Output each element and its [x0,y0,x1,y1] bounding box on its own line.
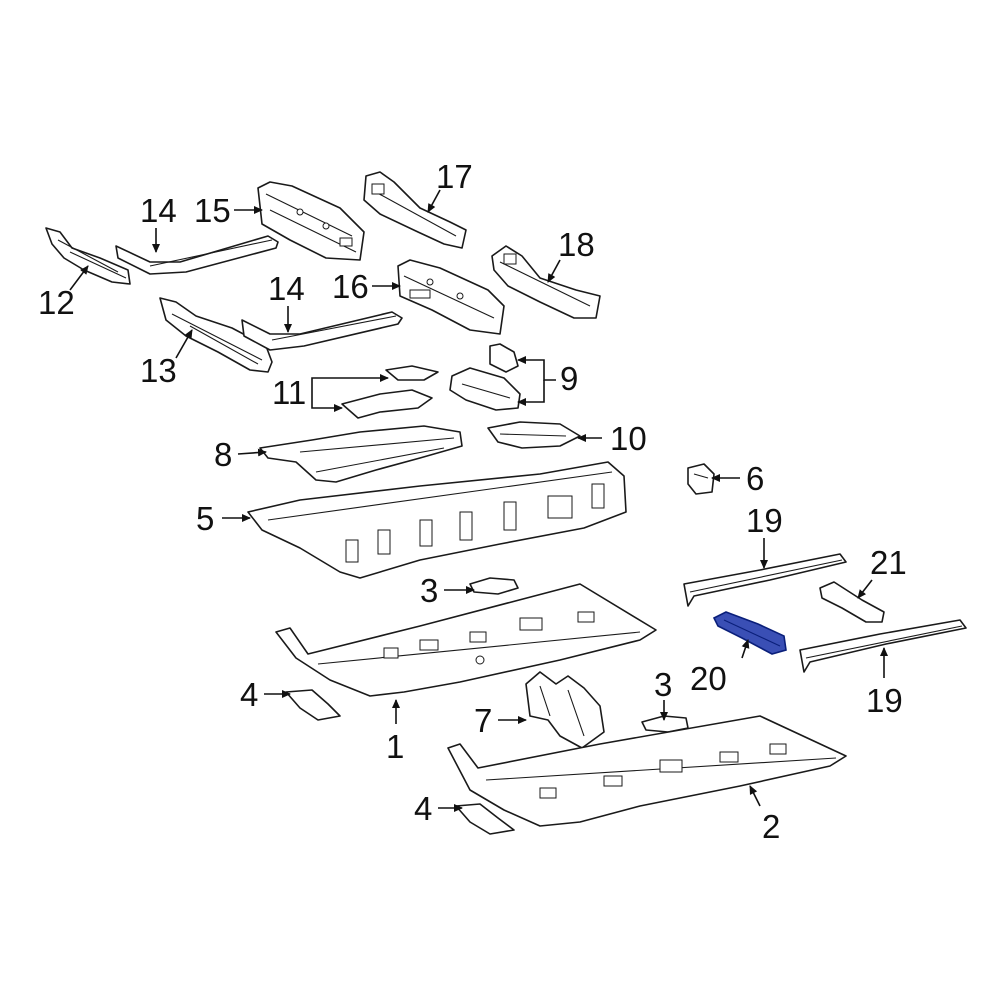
callout-3-upper: 3 [420,572,438,609]
part-3-upper-bracket[interactable] [469,577,519,595]
callout-4-upper: 4 [240,676,258,713]
callout-9: 9 [560,360,578,397]
callout-2: 2 [762,808,780,845]
callout-17: 17 [436,158,473,195]
callout-19-upper: 19 [746,502,783,539]
part-4-lower-brace[interactable] [455,803,515,835]
part-16-crossmember[interactable] [397,259,505,335]
part-19-upper-rocker[interactable] [683,553,847,607]
part-11-brace-set[interactable] [341,365,439,419]
callout-15: 15 [194,192,231,229]
part-4-upper-brace[interactable] [285,689,341,721]
leader-lines [69,189,888,812]
callout-6: 6 [746,460,764,497]
part-12-bracket[interactable] [45,227,131,285]
callout-1: 1 [386,728,404,765]
part-19-lower-rocker[interactable] [799,619,967,673]
callout-20: 20 [690,660,727,697]
callout-12: 12 [38,284,75,321]
callout-13: 13 [140,352,177,389]
callout-4-lower: 4 [414,790,432,827]
callout-18: 18 [558,226,595,263]
part-20-highlighted-member[interactable] [712,611,787,655]
part-9-bracket-set[interactable] [449,343,521,411]
callout-16: 16 [332,268,369,305]
callout-10: 10 [610,420,647,457]
part-10-panel[interactable] [487,421,581,449]
part-8-reinforcement[interactable] [259,425,463,483]
callout-labels: 1 2 3 3 4 4 5 6 7 8 9 10 11 12 13 14 14 … [38,158,907,845]
part-7-tunnel-bracket[interactable] [525,671,605,749]
callout-5: 5 [196,500,214,537]
callout-11: 11 [272,374,306,411]
part-17-crossmember[interactable] [363,171,467,249]
callout-21: 21 [870,544,907,581]
part-21-bracket[interactable] [819,581,885,623]
part-5-rear-floor-pan[interactable] [247,461,627,579]
callout-7: 7 [474,702,492,739]
part-15-crossmember[interactable] [257,181,365,261]
part-13-side-rail[interactable] [159,297,273,373]
part-14-upper-rail[interactable] [115,235,279,275]
callout-3-lower: 3 [654,666,672,703]
part-6-bracket[interactable] [687,463,715,495]
callout-14-lower: 14 [268,270,305,307]
part-1-front-floor-pan-left[interactable] [275,583,657,697]
callout-14-upper: 14 [140,192,177,229]
part-2-front-floor-pan-right[interactable] [447,715,847,827]
part-14-lower-rail[interactable] [241,311,403,351]
callout-8: 8 [214,436,232,473]
callout-19-lower: 19 [866,682,903,719]
part-18-crossmember[interactable] [491,245,601,319]
